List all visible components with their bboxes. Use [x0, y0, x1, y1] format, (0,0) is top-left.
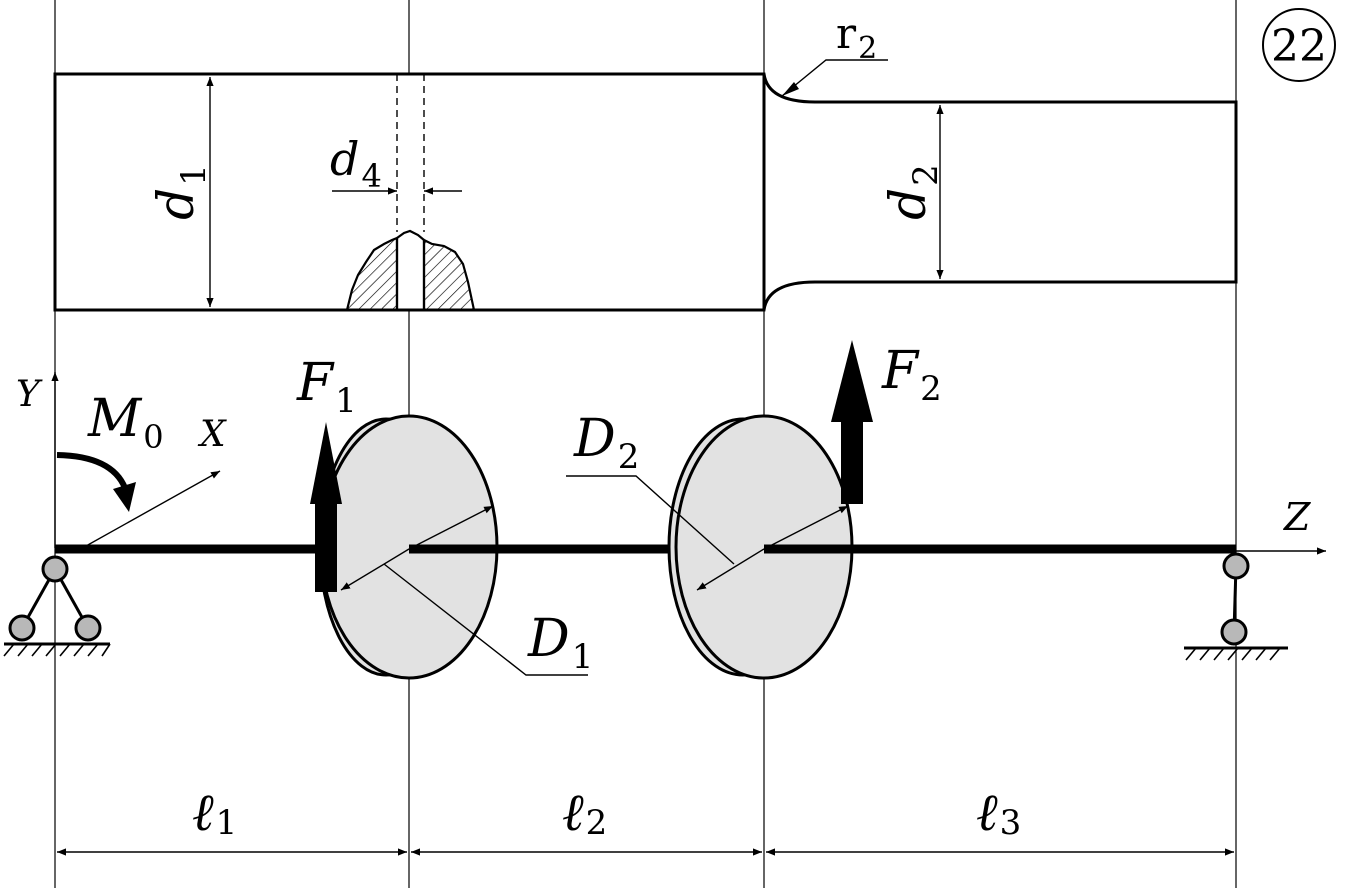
dimension-d2: d2 [879, 105, 946, 279]
force-f2: F2 [831, 340, 942, 504]
figure-number: 22 [1271, 21, 1327, 72]
disc-d2-leader: D2 [566, 409, 735, 565]
figure-number-badge: 22 [1262, 8, 1336, 82]
hole-d4-lines [396, 74, 425, 232]
force-f2-label: F2 [881, 341, 942, 409]
r2-label: r2 [836, 9, 877, 66]
force-f1: F1 [296, 353, 357, 592]
disc-d2-label: D2 [573, 409, 639, 477]
span-l1-label: ℓ1 [192, 783, 237, 843]
axis-y-label: Y [16, 374, 43, 415]
axis-x: X [85, 414, 227, 547]
axis-y: Y [16, 372, 59, 548]
disc-d1-leader: D1 [383, 563, 593, 677]
disc-d1 [318, 414, 499, 680]
shaft-outline [53, 72, 1238, 312]
right-support [1184, 552, 1288, 661]
force-f1-label: F1 [296, 353, 357, 421]
d2-label: d2 [879, 164, 946, 220]
span-l2-label: ℓ2 [562, 783, 607, 843]
disc-d1-label: D1 [527, 609, 593, 677]
moment-m0: M0 [56, 389, 164, 512]
axis-x-label: X [197, 414, 227, 455]
dimension-d1: d1 [147, 77, 214, 307]
axis-z-label: Z [1283, 495, 1311, 539]
disc-radius-lines [340, 505, 849, 591]
hole-section [345, 229, 476, 312]
d4-label: d4 [330, 132, 382, 195]
left-support [3, 555, 111, 657]
d1-label: d1 [147, 164, 214, 220]
axis-z: Z [1236, 495, 1326, 555]
span-l3-label: ℓ3 [976, 783, 1021, 843]
dimension-d4: d4 [330, 132, 462, 195]
moment-m0-label: M0 [87, 389, 164, 456]
fillet-r2: r2 [781, 9, 888, 97]
